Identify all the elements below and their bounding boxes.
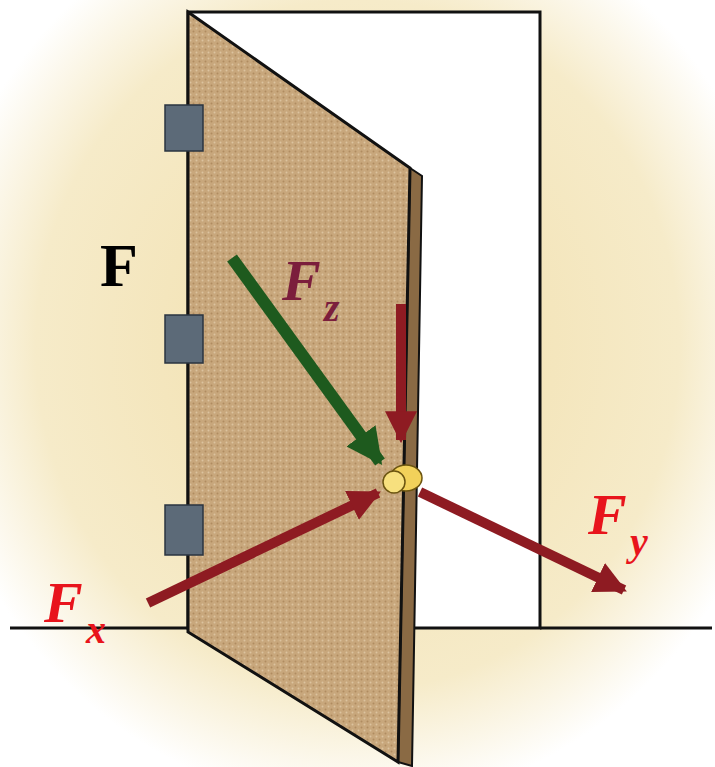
force-subscript: z xyxy=(324,288,340,328)
force-label: F xyxy=(44,574,83,632)
force-label: F xyxy=(588,486,627,544)
force-arrow xyxy=(396,304,406,440)
door-knob xyxy=(383,465,422,493)
door-panel xyxy=(188,12,410,762)
floor-line xyxy=(540,627,712,630)
force-label: F xyxy=(282,252,321,310)
force-subscript: x xyxy=(86,610,106,650)
force-arrow xyxy=(148,493,378,603)
force-subscript: y xyxy=(630,522,648,562)
force-label: F xyxy=(100,234,138,296)
hinges xyxy=(165,105,203,555)
